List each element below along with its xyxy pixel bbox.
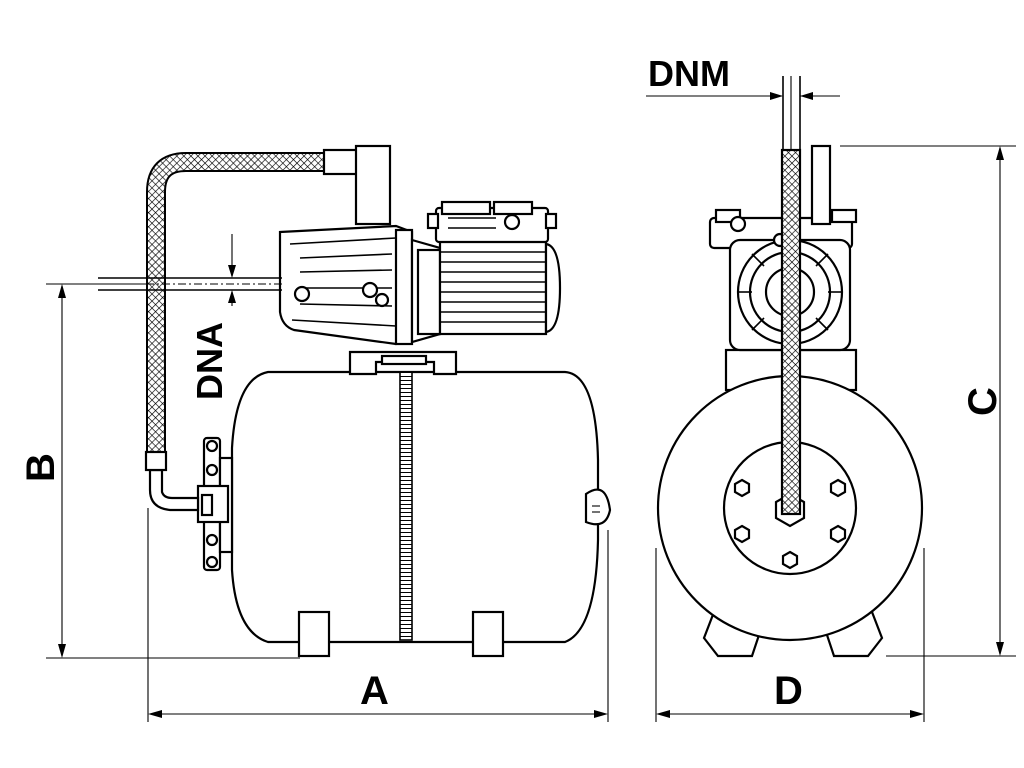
label-d: D xyxy=(774,669,803,713)
dimension-lines xyxy=(46,92,1016,722)
side-tank-foot-right xyxy=(471,610,505,658)
side-tank xyxy=(230,370,600,644)
label-a: A xyxy=(360,669,389,713)
side-flange xyxy=(196,436,234,572)
tie-rod xyxy=(399,371,413,641)
label-b: B xyxy=(19,453,63,482)
label-c: C xyxy=(961,387,1005,416)
hose-end-fitting xyxy=(148,468,200,512)
pump-motor xyxy=(438,238,548,336)
delivery-connector xyxy=(322,148,360,176)
label-dnm: DNM xyxy=(648,53,730,94)
tank-end-valve xyxy=(584,488,612,526)
side-view xyxy=(98,144,612,658)
front-view xyxy=(656,76,924,658)
side-tank-foot-left xyxy=(297,610,331,658)
terminal-box xyxy=(426,200,558,244)
front-braided-hose xyxy=(780,148,802,516)
pump-bracket xyxy=(348,350,458,376)
motor-cooling-fins xyxy=(440,251,546,323)
label-dna: DNA xyxy=(189,322,230,400)
front-delivery-connector xyxy=(810,144,832,226)
